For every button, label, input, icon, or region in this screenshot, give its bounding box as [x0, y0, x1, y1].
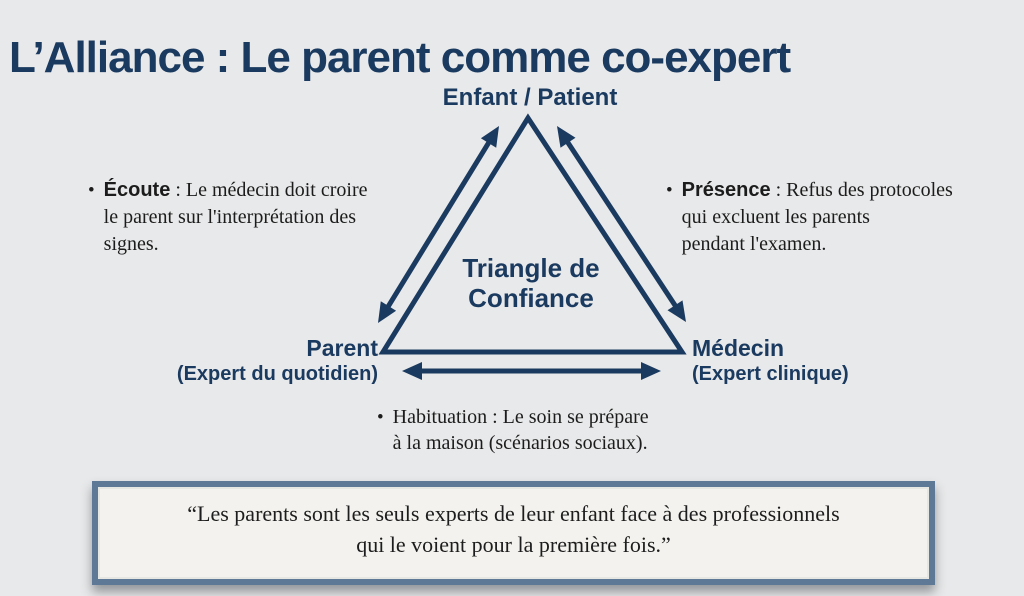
bullet-habituation-text: Habituation : Le soin se prépare à la ma…: [393, 404, 649, 456]
center-label-line1: Triangle de: [462, 253, 600, 283]
bullet-ecoute-text: Écoute : Le médecin doit croire le paren…: [104, 177, 368, 258]
bullet-presence-text: Présence : Refus des protocoles qui excl…: [682, 177, 953, 258]
bottom-arrow-left-head-icon: [402, 362, 422, 380]
triangle-outline: [378, 113, 687, 355]
bullet-ecoute-line2: le parent sur l'interprétation des: [103, 206, 357, 228]
medecin-title: Médecin: [692, 335, 785, 361]
quote-text: “Les parents sont les seuls experts de l…: [98, 498, 929, 560]
bullet-habituation-line1: Habituation : Le soin se prépare: [392, 406, 649, 428]
bullet-ecoute: • Écoute : Le médecin doit croire le par…: [88, 177, 418, 258]
bullet-ecoute-line1: : Le médecin doit croire: [170, 179, 368, 201]
bullet-habituation-line2: à la maison (scénarios sociaux).: [392, 432, 648, 454]
right-arrow-bottom-head-icon: [667, 300, 686, 322]
bullet-dot-icon: •: [666, 180, 673, 201]
quote-line2: qui le voient pour la première fois.”: [356, 532, 671, 557]
parent-subtitle: (Expert du quotidien): [176, 363, 378, 385]
left-arrow-top-head-icon: [480, 126, 499, 148]
bullet-dot-icon: •: [88, 180, 95, 201]
bullet-presence-line2: qui excluent les parents: [681, 206, 870, 228]
bullet-presence: • Présence : Refus des protocoles qui ex…: [666, 177, 1001, 258]
quote-box: “Les parents sont les seuls experts de l…: [92, 481, 935, 585]
bullet-dot-icon: •: [377, 407, 384, 428]
slide-title: L’Alliance : Le parent comme co-expert: [9, 33, 791, 83]
vertex-label-medecin: Médecin (Expert clinique): [692, 335, 932, 386]
bullet-presence-line1: : Refus des protocoles: [770, 179, 953, 201]
bullet-ecoute-line3: signes.: [103, 233, 159, 255]
triangle-center-label: Triangle de Confiance: [431, 253, 631, 313]
vertex-label-parent: Parent (Expert du quotidien): [148, 335, 378, 386]
vertex-label-enfant-patient: Enfant / Patient: [442, 84, 618, 111]
bottom-arrow-right-head-icon: [641, 362, 661, 380]
quote-line1: “Les parents sont les seuls experts de l…: [187, 501, 840, 526]
bullet-habituation: • Habituation : Le soin se prépare à la …: [377, 404, 707, 456]
center-label-line2: Confiance: [468, 283, 594, 313]
bullet-presence-line3: pendant l'examen.: [681, 233, 827, 255]
medecin-subtitle: (Expert clinique): [692, 363, 849, 385]
bullet-presence-lead: Présence: [681, 179, 771, 201]
left-arrow-bottom-head-icon: [378, 301, 397, 323]
bullet-ecoute-lead: Écoute: [103, 179, 171, 201]
parent-title: Parent: [306, 335, 378, 361]
right-arrow-top-head-icon: [557, 126, 576, 148]
